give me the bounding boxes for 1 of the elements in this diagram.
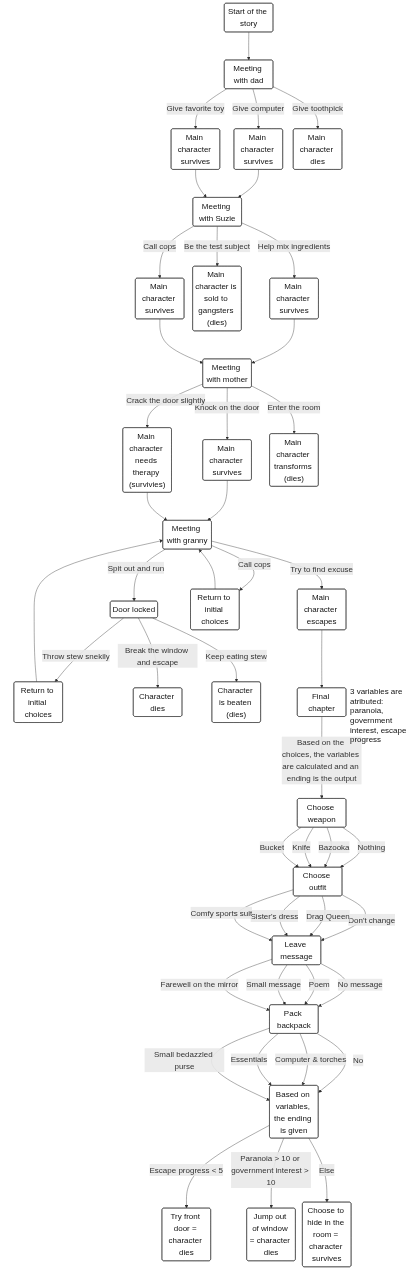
note-text: 3 variables are atributed: paranoia, government interest, escape progress: [350, 687, 407, 745]
